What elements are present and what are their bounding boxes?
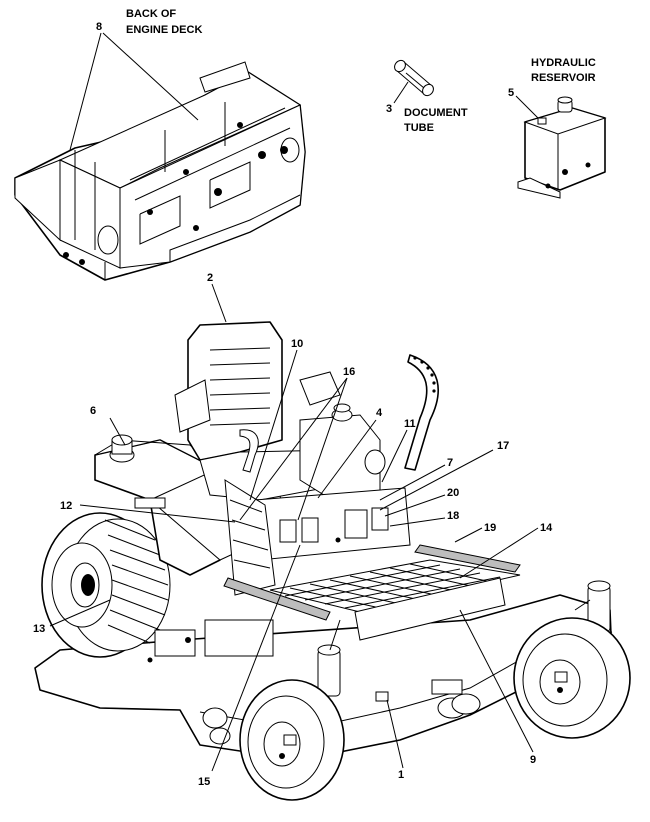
callout-2: 2	[207, 272, 213, 284]
callout-numbers: 8 3 5 2 10 16 6 4 11 17 7 20 12 18 19 14…	[33, 21, 553, 788]
callout-4: 4	[376, 407, 383, 419]
caption-back-line1: BACK OF	[126, 8, 176, 20]
callout-3: 3	[386, 103, 392, 115]
callout-11: 11	[404, 418, 416, 430]
caption-hydraulic-line2: RESERVOIR	[531, 72, 596, 84]
leader-lines	[49, 283, 539, 772]
callout-16: 16	[343, 366, 355, 378]
callout-5: 5	[508, 87, 514, 99]
leader-8b	[102, 32, 199, 121]
callout-9: 9	[530, 754, 536, 766]
callout-20: 20	[447, 487, 459, 499]
caption-back-line2: ENGINE DECK	[126, 24, 202, 36]
leader-8a	[69, 32, 102, 151]
callout-17: 17	[497, 440, 509, 452]
callout-15: 15	[198, 776, 210, 788]
caption-hydraulic-line1: HYDRAULIC	[531, 57, 596, 69]
engine-deck-illustration	[14, 61, 306, 281]
caption-document-line2: TUBE	[404, 122, 434, 134]
callout-19: 19	[484, 522, 496, 534]
captions: BACK OF ENGINE DECK DOCUMENT TUBE HYDRAU…	[126, 8, 596, 134]
mower-illustration	[34, 321, 631, 801]
leader-5	[515, 95, 539, 119]
callout-1: 1	[398, 769, 404, 781]
document-tube-illustration	[394, 59, 434, 97]
callout-12: 12	[60, 500, 72, 512]
callout-8: 8	[96, 21, 102, 33]
callout-13: 13	[33, 623, 45, 635]
callout-10: 10	[291, 338, 303, 350]
caption-document-line1: DOCUMENT	[404, 107, 468, 119]
callout-14: 14	[540, 522, 553, 534]
hydraulic-reservoir-illustration	[517, 96, 607, 199]
callout-6: 6	[90, 405, 96, 417]
leader-3	[393, 81, 409, 104]
callout-18: 18	[447, 510, 459, 522]
callout-7: 7	[447, 457, 453, 469]
